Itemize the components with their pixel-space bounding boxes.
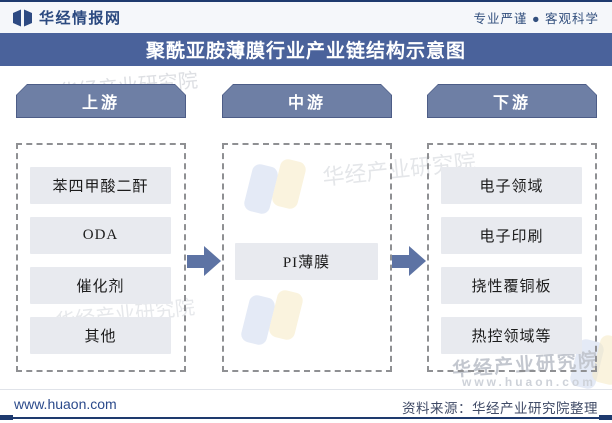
bottom-rule: [0, 417, 612, 419]
arrow-tail: [392, 254, 409, 268]
midstream-item: PI薄膜: [235, 243, 378, 280]
top-rule: [0, 0, 612, 2]
column-header-label: 上游: [17, 85, 185, 117]
column-header-label: 下游: [428, 85, 596, 117]
upstream-item: ODA: [30, 217, 171, 254]
footer-site-url: www.huaon.com: [14, 396, 117, 412]
bottom-rule-right-cap: [599, 415, 612, 420]
arrow-tail: [187, 254, 204, 268]
upstream-item: 其他: [30, 317, 171, 354]
downstream-item: 挠性覆铜板: [441, 267, 582, 304]
downstream-item: 热控领域等: [441, 317, 582, 354]
arrow-head: [409, 246, 426, 276]
slogan-text: 专业严谨 ● 客观科学: [473, 12, 599, 26]
masthead: 华经情报网 专业严谨 ● 客观科学: [0, 2, 612, 33]
title-band: 聚酰亚胺薄膜行业产业链结构示意图: [0, 33, 612, 66]
page-title: 聚酰亚胺薄膜行业产业链结构示意图: [145, 41, 466, 62]
upstream-item: 催化剂: [30, 267, 171, 304]
arrow-head: [204, 246, 221, 276]
brand-name: 华经情报网: [39, 10, 122, 27]
downstream-item: 电子印刷: [441, 217, 582, 254]
downstream-item: 电子领域: [441, 167, 582, 204]
column-header-downstream: 下游: [427, 84, 597, 118]
bottom-rule-left-cap: [0, 415, 13, 420]
column-header-upstream: 上游: [16, 84, 186, 118]
column-header-label: 中游: [223, 85, 391, 117]
right-arrow-icon: [187, 246, 221, 276]
footer-separator: [0, 389, 612, 390]
column-header-midstream: 中游: [222, 84, 392, 118]
upstream-group-box: [16, 143, 186, 372]
right-arrow-icon: [392, 246, 426, 276]
footer-source-note: 资料来源：华经产业研究院整理: [402, 401, 598, 416]
brand: 华经情报网: [13, 7, 122, 28]
midstream-group-box: [222, 143, 392, 372]
brand-logo-icon: [13, 9, 33, 27]
downstream-group-box: [427, 143, 597, 372]
upstream-item: 苯四甲酸二酐: [30, 167, 171, 204]
